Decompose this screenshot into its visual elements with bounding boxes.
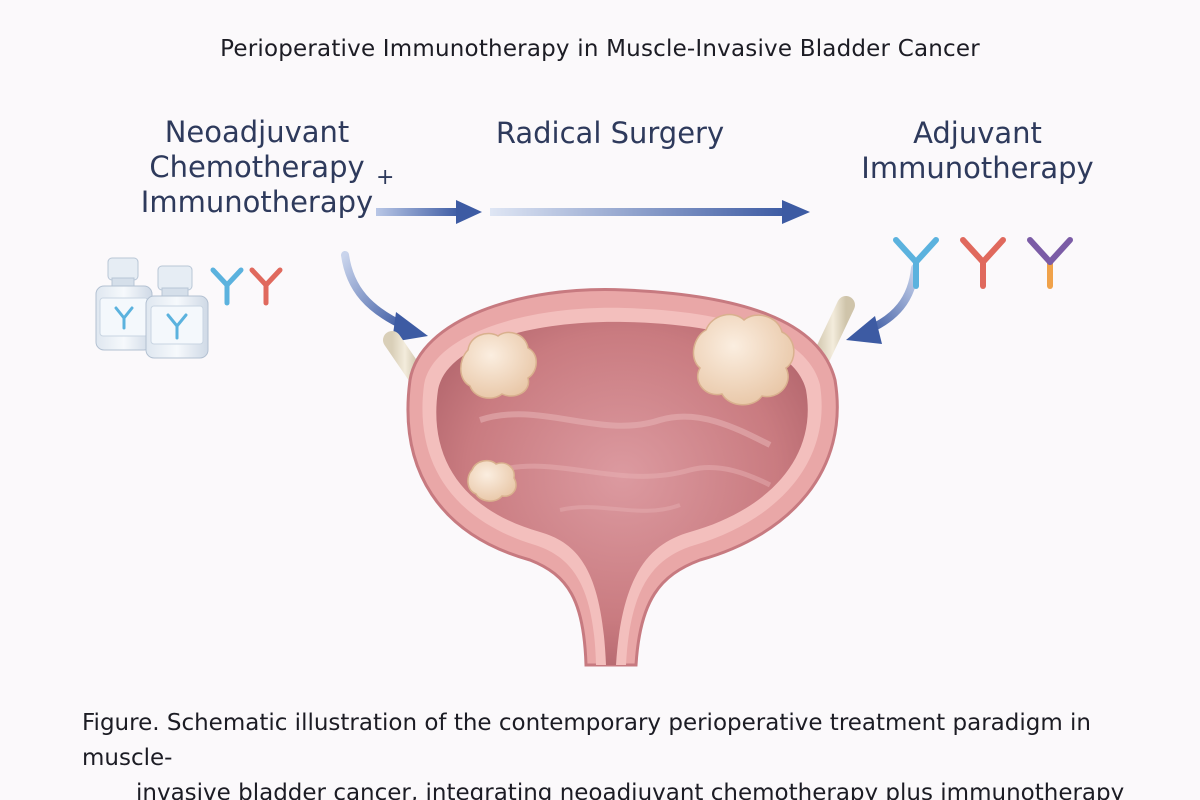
tumor-icon	[467, 459, 517, 502]
tumor-icon	[692, 313, 795, 406]
antibody-icon	[1027, 237, 1073, 289]
arrow-icon	[341, 251, 428, 342]
arrow-icon	[376, 200, 482, 224]
adjuvant-label: Adjuvant Immunotherapy	[845, 116, 1110, 186]
figure-title: Perioperative Immunotherapy in Muscle-In…	[220, 36, 980, 62]
antibody-icon	[210, 267, 244, 306]
adjuvant-line2: Immunotherapy	[861, 150, 1094, 185]
neoadjuvant-line3: Immunotherapy	[140, 184, 374, 219]
arrow-icon	[490, 200, 810, 224]
antibody-icon	[960, 237, 1006, 289]
surgery-label: Radical Surgery	[495, 116, 725, 150]
tumor-icon	[460, 331, 537, 399]
neoadjuvant-line2: Chemotherapy	[149, 149, 365, 184]
caption-line2: invasive bladder cancer, integrating neo…	[136, 779, 1125, 800]
vial-icon	[145, 265, 209, 359]
neoadjuvant-label: Neoadjuvant Chemotherapy Immunotherapy	[112, 115, 402, 219]
neoadjuvant-line1: Neoadjuvant	[164, 115, 350, 149]
arrow-icon	[846, 264, 919, 344]
caption-line1: Figure. Schematic illustration of the co…	[82, 710, 1092, 771]
adjuvant-line1: Adjuvant	[913, 116, 1042, 150]
vial-icon	[95, 257, 153, 351]
antibody-icon	[893, 237, 939, 289]
figure-caption: Figure. Schematic illustration of the co…	[82, 706, 1142, 800]
antibody-icon	[249, 267, 283, 306]
ureter-right	[811, 296, 855, 369]
plus-sign: +	[376, 165, 395, 190]
